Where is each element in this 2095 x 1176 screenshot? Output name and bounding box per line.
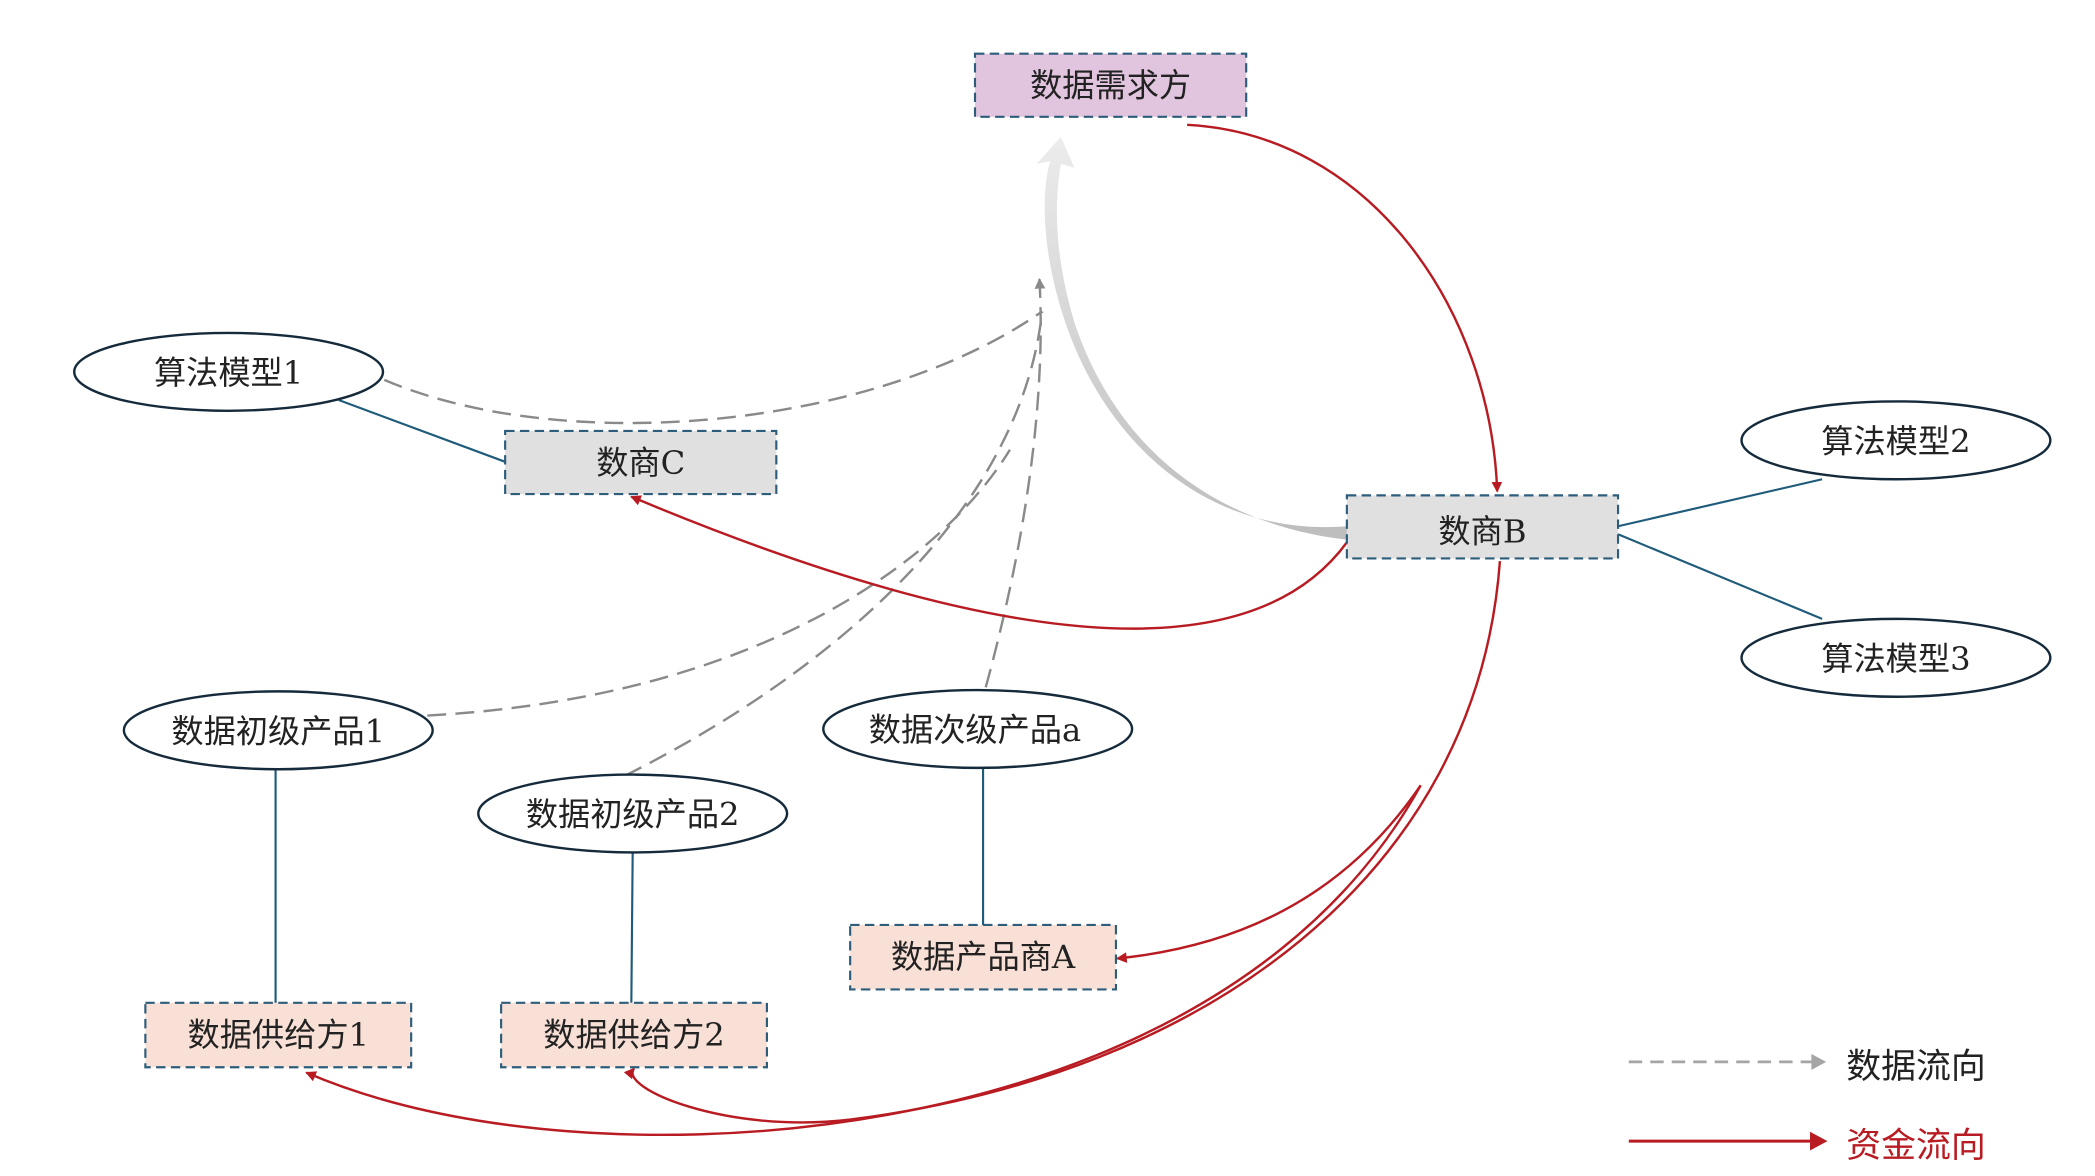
legend-data-arrowhead-icon [1811, 1053, 1827, 1070]
node-supplier-1-label: 数据供给方1 [188, 1016, 370, 1054]
node-primary-2: 数据初级产品2 [477, 773, 789, 854]
node-merchant-c: 数商C [504, 429, 778, 496]
association-links [274, 399, 1823, 1003]
node-merchant-b-label: 数商B [1438, 512, 1526, 550]
data-flow-arrows [383, 277, 1046, 778]
node-product-merchant-a-label: 数据产品商A [891, 938, 1076, 976]
node-algo-2: 算法模型2 [1740, 400, 2052, 481]
node-secondary-a-label: 数据次级产品a [869, 711, 1081, 749]
node-supplier-2: 数据供给方2 [500, 1001, 768, 1069]
node-primary-2-label: 数据初级产品2 [526, 796, 740, 834]
legend-money-label: 资金流向 [1846, 1126, 1986, 1166]
node-product-merchant-a: 数据产品商A [849, 923, 1118, 991]
node-algo-3: 算法模型3 [1740, 617, 2052, 698]
node-demand: 数据需求方 [973, 52, 1248, 118]
node-demand-label: 数据需求方 [1030, 67, 1191, 105]
node-algo-1-label: 算法模型1 [154, 354, 303, 392]
money-flow-arrows [305, 123, 1503, 1136]
node-algo-2-label: 算法模型2 [1821, 422, 1970, 460]
aggregate-data-arrow [1036, 136, 1347, 540]
legend: 数据流向 资金流向 [1628, 1047, 1986, 1166]
node-merchant-c-label: 数商C [596, 444, 685, 482]
node-primary-1: 数据初级产品1 [122, 690, 434, 771]
node-secondary-a: 数据次级产品a [822, 688, 1134, 770]
node-algo-1: 算法模型1 [73, 331, 385, 413]
node-merchant-b: 数商B [1345, 494, 1620, 560]
node-primary-1-label: 数据初级产品1 [171, 712, 385, 750]
legend-data-label: 数据流向 [1846, 1047, 1986, 1087]
node-supplier-1: 数据供给方1 [144, 1001, 413, 1069]
node-algo-3-label: 算法模型3 [1821, 640, 1970, 678]
node-supplier-2-label: 数据供给方2 [543, 1016, 725, 1054]
legend-money-arrowhead-icon [1810, 1131, 1828, 1151]
